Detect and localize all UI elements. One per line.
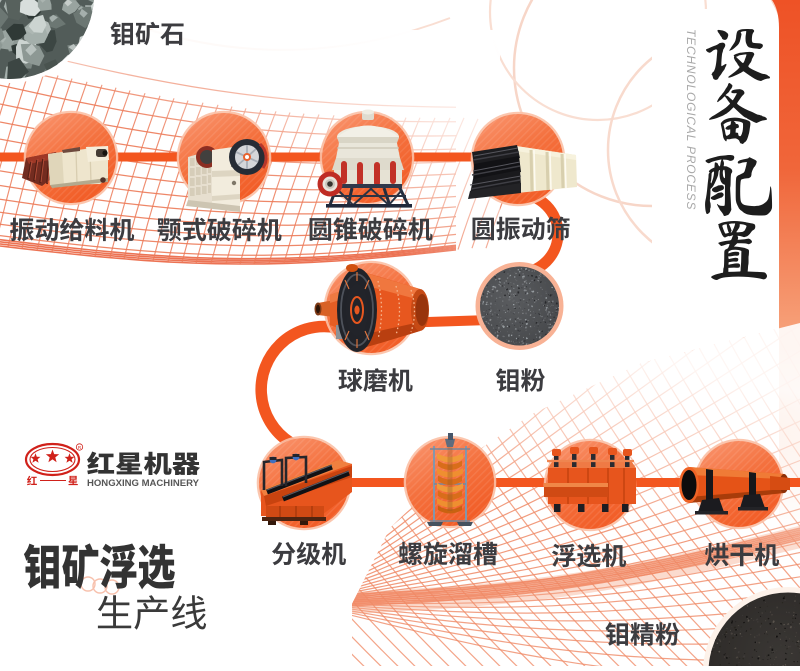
svg-text:HONGXING MACHINERY: HONGXING MACHINERY bbox=[87, 478, 199, 488]
svg-text:TECHNOLOGICAL PROCESS: TECHNOLOGICAL PROCESS bbox=[684, 29, 698, 211]
